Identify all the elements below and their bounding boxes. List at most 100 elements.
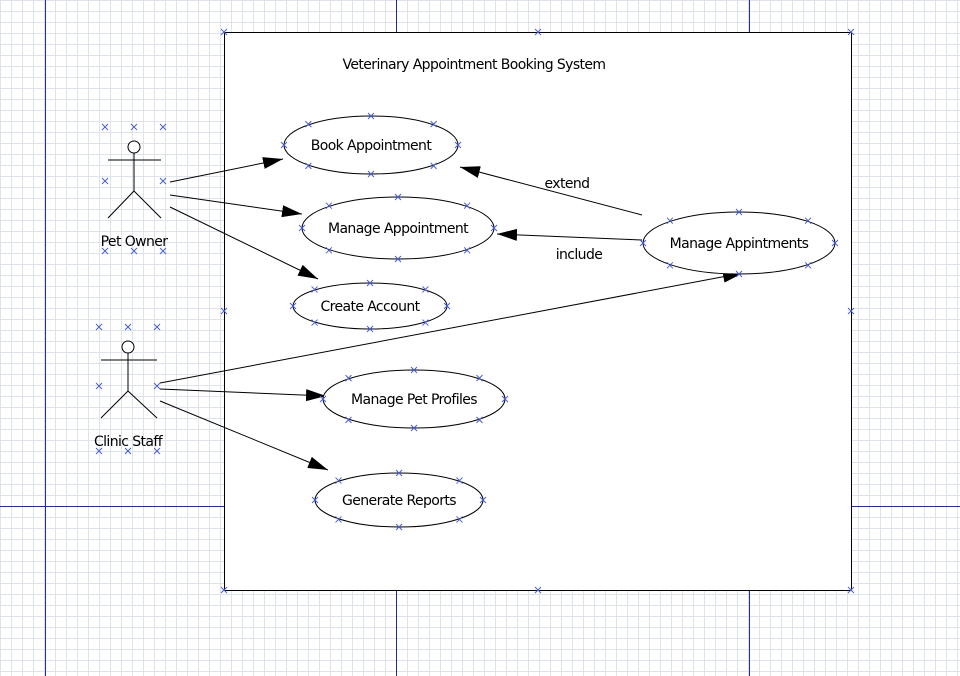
selection-handle-mark bbox=[804, 261, 812, 269]
actor-pet-owner[interactable] bbox=[107, 140, 162, 219]
selection-handle-mark bbox=[311, 496, 319, 504]
selection-handle-mark bbox=[501, 395, 509, 403]
selection-handle-mark bbox=[305, 162, 312, 170]
selection-handle-mark bbox=[463, 246, 471, 254]
selection-handle-mark bbox=[311, 319, 318, 326]
selection-handle-mark bbox=[153, 382, 161, 390]
selection-handle-mark bbox=[130, 123, 138, 131]
use-case-manage-appintments[interactable]: Manage Appintments bbox=[642, 211, 836, 275]
actor-clinic-staff[interactable] bbox=[100, 340, 158, 419]
selection-handle-mark bbox=[367, 170, 375, 178]
selection-handle-mark bbox=[430, 120, 437, 128]
selection-handle-mark bbox=[804, 217, 812, 225]
actor-left-leg bbox=[100, 390, 129, 419]
selection-handle-mark bbox=[395, 469, 403, 477]
selection-handle-mark bbox=[490, 224, 498, 232]
selection-handle-mark bbox=[735, 270, 743, 278]
system-title: Veterinary Appointment Booking System bbox=[343, 57, 606, 73]
selection-handle-mark bbox=[639, 239, 647, 247]
selection-handle-mark bbox=[454, 141, 462, 149]
actor-head bbox=[121, 340, 135, 354]
selection-handle-mark bbox=[95, 323, 103, 331]
selection-handle-mark bbox=[422, 286, 429, 293]
association-clinic-staff-manage-pet-profiles[interactable] bbox=[159, 388, 327, 402]
selection-handle-mark bbox=[325, 202, 333, 210]
use-case-label: Manage Pet Profiles bbox=[351, 392, 477, 408]
use-case-create-account[interactable]: Create Account bbox=[292, 282, 448, 330]
selection-handle-mark bbox=[476, 416, 483, 424]
selection-handle-mark bbox=[159, 247, 167, 255]
selection-handle-mark bbox=[101, 247, 109, 255]
selection-handle-mark bbox=[395, 523, 403, 531]
actor-clinic-staff-label: Clinic Staff bbox=[94, 434, 164, 450]
association-pet-owner-manage-appointment[interactable] bbox=[169, 194, 303, 218]
selection-handle-mark bbox=[366, 279, 374, 287]
selection-handle-mark bbox=[101, 177, 109, 185]
selection-handle-mark bbox=[367, 112, 375, 120]
actor-left-leg bbox=[107, 190, 135, 219]
selection-handle-mark bbox=[422, 319, 429, 326]
association-clinic-staff-generate-reports[interactable] bbox=[159, 400, 329, 471]
selection-handle-mark bbox=[479, 496, 487, 504]
selection-handle-mark bbox=[153, 447, 161, 455]
selection-handle-mark bbox=[101, 123, 109, 131]
association-clinic-staff-manage-appintments[interactable] bbox=[159, 270, 744, 384]
selection-handle-mark bbox=[319, 395, 327, 403]
use-case-label: Manage Appintments bbox=[670, 236, 809, 252]
selection-handle-mark bbox=[130, 247, 138, 255]
selection-handle-mark bbox=[456, 516, 463, 523]
use-case-manage-appointment[interactable]: Manage Appointment bbox=[301, 196, 495, 260]
selection-handle-mark bbox=[410, 424, 418, 432]
relations-layer bbox=[159, 157, 744, 471]
selection-handle-mark bbox=[366, 325, 374, 333]
selection-handle-mark bbox=[124, 323, 132, 331]
selection-handle-mark bbox=[124, 447, 132, 455]
selection-handle-mark bbox=[335, 516, 342, 523]
use-case-book-appointment[interactable]: Book Appointment bbox=[283, 115, 459, 175]
selection-handle-mark bbox=[666, 217, 674, 225]
selection-handle-mark bbox=[311, 286, 318, 293]
use-case-label: Manage Appointment bbox=[328, 221, 469, 237]
selection-handle-mark bbox=[456, 477, 463, 484]
use-case-label: Create Account bbox=[320, 299, 420, 315]
selection-handle-mark bbox=[220, 307, 228, 315]
selection-handle-mark bbox=[345, 374, 352, 382]
use-case-manage-pet-profiles[interactable]: Manage Pet Profiles bbox=[322, 369, 506, 429]
selection-handle-mark bbox=[220, 586, 228, 594]
selection-handle-mark bbox=[394, 255, 402, 263]
selection-handle-mark bbox=[153, 323, 161, 331]
selection-handle-mark bbox=[305, 120, 312, 128]
use-case-label: Book Appointment bbox=[311, 138, 433, 154]
extend-relation[interactable] bbox=[459, 166, 643, 216]
association-pet-owner-create-account[interactable] bbox=[169, 206, 319, 280]
selection-handle-mark bbox=[280, 141, 288, 149]
selection-handle-mark bbox=[831, 239, 839, 247]
selection-handle-mark bbox=[534, 586, 542, 594]
selection-handle-mark bbox=[443, 302, 451, 310]
selection-handle-mark bbox=[325, 246, 333, 254]
selection-handle-mark bbox=[394, 193, 402, 201]
actor-right-leg bbox=[127, 390, 158, 419]
extend-label: extend bbox=[545, 176, 590, 192]
selection-handle-mark bbox=[463, 202, 471, 210]
selection-handle-mark bbox=[335, 477, 342, 484]
use-case-generate-reports[interactable]: Generate Reports bbox=[314, 472, 484, 528]
selection-handle-mark bbox=[95, 382, 103, 390]
association-pet-owner-book-appointment[interactable] bbox=[169, 157, 284, 183]
selection-handle-mark bbox=[666, 261, 674, 269]
selection-handle-mark bbox=[476, 374, 483, 382]
selection-handles bbox=[95, 28, 855, 594]
include-label: include bbox=[556, 247, 603, 263]
selection-handle-mark bbox=[410, 366, 418, 374]
use-case-label: Generate Reports bbox=[342, 493, 456, 509]
selection-handle-mark bbox=[220, 28, 228, 36]
selection-handle-mark bbox=[847, 28, 855, 36]
selection-handle-mark bbox=[534, 28, 542, 36]
selection-handle-mark bbox=[847, 307, 855, 315]
actor-right-leg bbox=[133, 190, 162, 219]
include-relation[interactable] bbox=[496, 228, 643, 241]
selection-handle-mark bbox=[159, 177, 167, 185]
actor-head bbox=[127, 140, 141, 154]
selection-handle-mark bbox=[345, 416, 352, 424]
